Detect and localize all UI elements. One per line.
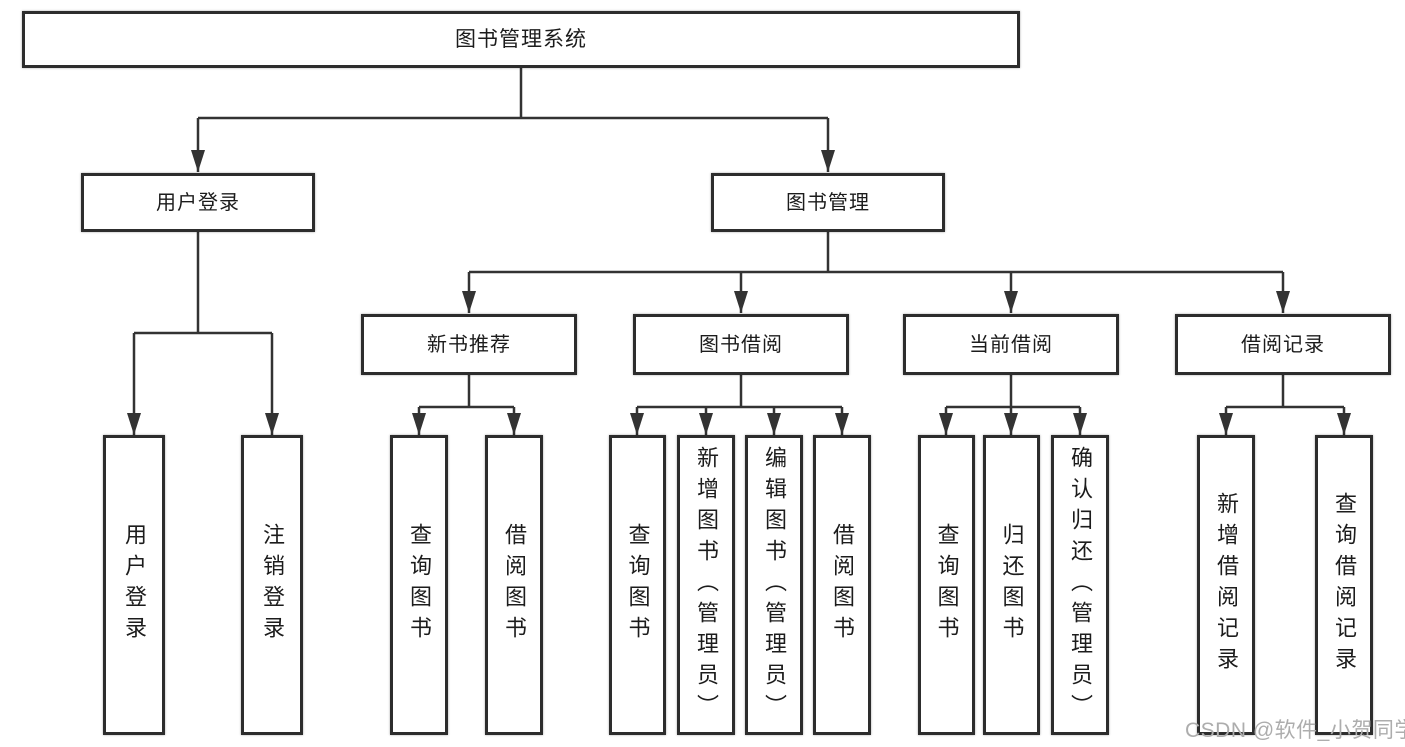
leaf-bb-query-books: 查询图书: [609, 435, 666, 735]
node-book-mgmt: 图书管理: [711, 173, 945, 232]
node-user-login: 用户登录: [81, 173, 315, 232]
connector-user-login-children: [127, 232, 279, 435]
node-current-borrow: 当前借阅: [903, 314, 1119, 375]
node-new-book-recommend: 新书推荐: [361, 314, 577, 375]
node-book-mgmt-label: 图书管理: [786, 191, 870, 214]
watermark: CSDN @软件_小贺同学: [1185, 719, 1405, 742]
connector-new-book-recommend-children: [412, 375, 521, 435]
leaf-br-query-record: 查询借阅记录: [1315, 435, 1373, 735]
node-current-borrow-label: 当前借阅: [969, 333, 1053, 356]
leaf-nbr-query-books: 查询图书: [390, 435, 448, 735]
connector-book-mgmt-children: [462, 232, 1290, 313]
leaf-cb-confirm-return-admin: 确认归还（管理员）: [1051, 435, 1109, 735]
leaf-br-add-record: 新增借阅记录: [1197, 435, 1255, 735]
leaf-logout: 注销登录: [241, 435, 303, 735]
leaf-user-login: 用户登录: [103, 435, 165, 735]
leaf-bb-borrow-books-label: 借阅图书: [830, 523, 855, 647]
node-root: 图书管理系统: [22, 11, 1020, 68]
node-borrow-records: 借阅记录: [1175, 314, 1391, 375]
leaf-bb-add-books-admin-label: 新增图书（管理员）: [694, 445, 719, 725]
leaf-br-query-record-label: 查询借阅记录: [1332, 492, 1357, 678]
leaf-cb-return-books: 归还图书: [983, 435, 1040, 735]
leaf-cb-query-books-label: 查询图书: [934, 523, 960, 647]
connector-root-to-level2: [191, 68, 835, 172]
leaf-nbr-borrow-books-label: 借阅图书: [502, 523, 527, 647]
leaf-cb-return-books-label: 归还图书: [999, 523, 1025, 647]
leaf-logout-label: 注销登录: [260, 523, 285, 647]
node-borrow-records-label: 借阅记录: [1241, 333, 1325, 356]
node-book-borrow-label: 图书借阅: [699, 333, 783, 356]
leaf-cb-query-books: 查询图书: [918, 435, 975, 735]
node-user-login-label: 用户登录: [156, 191, 240, 214]
connector-borrow-records-children: [1219, 375, 1351, 435]
leaf-cb-confirm-return-admin-label: 确认归还（管理员）: [1068, 445, 1093, 725]
node-root-label: 图书管理系统: [455, 27, 587, 51]
leaf-user-login-label: 用户登录: [122, 523, 147, 647]
leaf-nbr-query-books-label: 查询图书: [407, 523, 432, 647]
connector-current-borrow-children: [939, 375, 1087, 435]
leaf-bb-query-books-label: 查询图书: [625, 523, 651, 647]
node-book-borrow: 图书借阅: [633, 314, 849, 375]
node-new-book-recommend-label: 新书推荐: [427, 333, 511, 356]
leaf-bb-edit-books-admin-label: 编辑图书（管理员）: [762, 445, 787, 725]
leaf-bb-borrow-books: 借阅图书: [813, 435, 871, 735]
connector-book-borrow-children: [630, 375, 849, 435]
leaf-bb-edit-books-admin: 编辑图书（管理员）: [745, 435, 803, 735]
leaf-br-add-record-label: 新增借阅记录: [1214, 492, 1239, 678]
leaf-nbr-borrow-books: 借阅图书: [485, 435, 543, 735]
leaf-bb-add-books-admin: 新增图书（管理员）: [677, 435, 735, 735]
